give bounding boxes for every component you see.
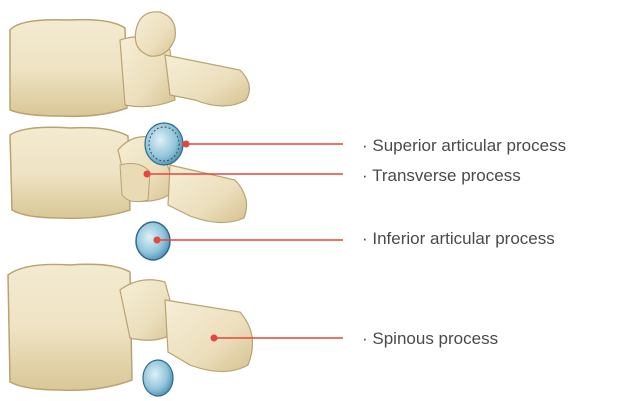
inferior-articular-facet — [136, 222, 170, 260]
middle-vertebral-body — [10, 127, 130, 218]
upper-spinous-process — [165, 55, 249, 106]
middle-transverse-process — [120, 164, 150, 202]
lower-vertebral-body — [8, 264, 132, 390]
upper-vertebra — [10, 12, 249, 117]
leader-dot-spinous — [211, 335, 218, 342]
middle-vertebra — [10, 123, 247, 223]
leader-dot-transverse — [144, 171, 151, 178]
lower-spinous-process — [165, 300, 253, 372]
leader-dot-superior-articular — [183, 141, 190, 148]
superior-articular-facet — [145, 123, 183, 165]
leader-dot-inferior-articular — [154, 237, 161, 244]
label-inferior-articular-process: · Inferior articular process — [362, 229, 555, 249]
lower-vertebra — [8, 264, 253, 396]
lower-articular-facet — [143, 360, 173, 396]
label-spinous-process: · Spinous process — [362, 329, 498, 349]
upper-vertebral-body — [10, 20, 127, 117]
label-transverse-process: · Transverse process — [362, 166, 521, 186]
label-superior-articular-process: · Superior articular process — [362, 136, 566, 156]
